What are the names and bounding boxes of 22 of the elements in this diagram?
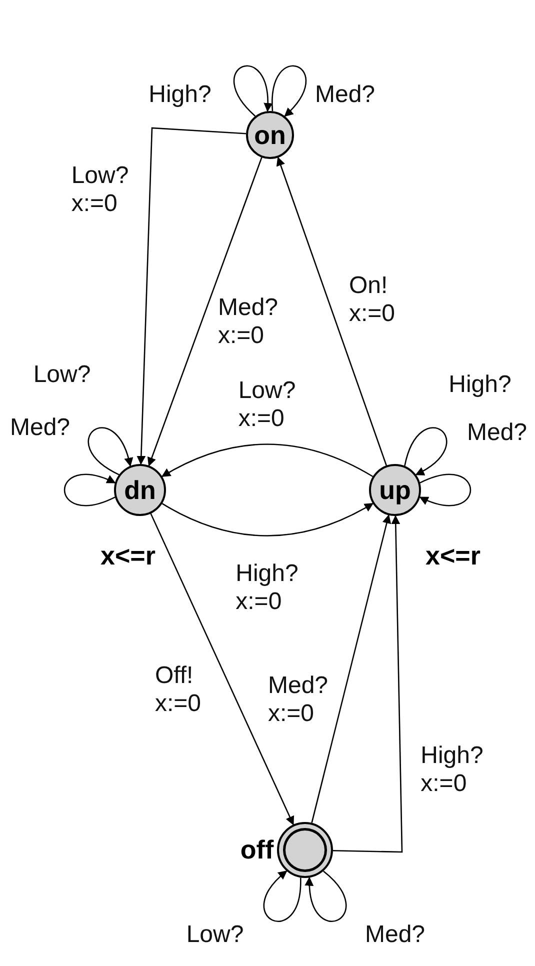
transition-arrow [162,502,374,536]
state-circle: dn [114,464,166,516]
self-loop-arrow [272,65,306,117]
transition-arrow [332,515,403,853]
transition-arrow [150,513,294,826]
state-circle: on [246,111,294,159]
self-loop-arrow [88,427,132,476]
self-loop-arrow [234,65,272,117]
self-loop-arrow [404,427,448,476]
invariant-label: x<=r [100,540,156,572]
self-loop-arrow [419,474,472,506]
transition-arrow [147,157,262,466]
state-name: off [240,834,274,866]
self-loop-arrow [264,870,302,922]
self-loop-arrow [64,474,116,506]
transition-arrow [311,514,392,823]
state-circle: up [369,464,421,516]
transition-arrow [276,156,388,466]
invariant-label: x<=r [426,540,480,572]
self-loop-arrow [305,870,346,922]
transition-arrow [136,127,246,465]
transition-arrow [161,444,374,478]
